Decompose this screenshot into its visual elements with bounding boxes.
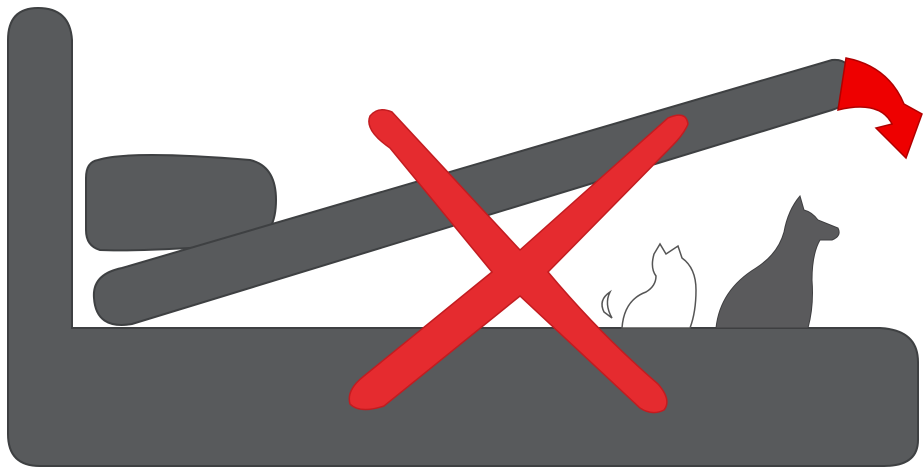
cat-icon [622, 244, 696, 328]
lift-arrow-icon [838, 58, 922, 158]
dog-icon [716, 196, 839, 328]
cat-tail-icon [602, 292, 612, 318]
